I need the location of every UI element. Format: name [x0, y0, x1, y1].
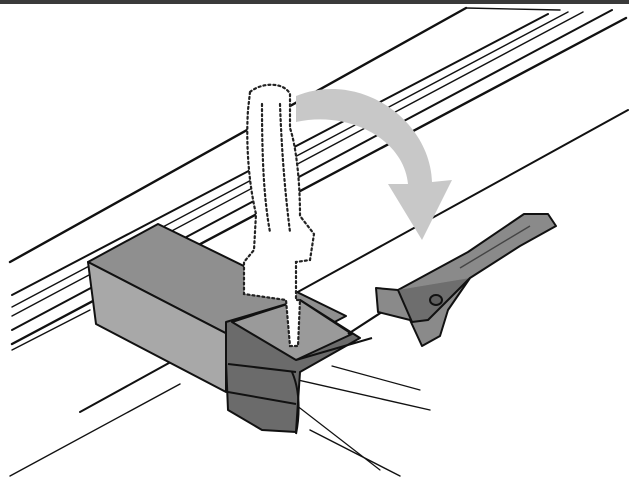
rail-profile [8, 6, 629, 477]
top-border [0, 0, 629, 4]
tool-handle-ghost [242, 83, 316, 348]
end-cap [87, 223, 373, 435]
screwdriver [347, 213, 557, 347]
rotation-arrow [296, 88, 452, 240]
